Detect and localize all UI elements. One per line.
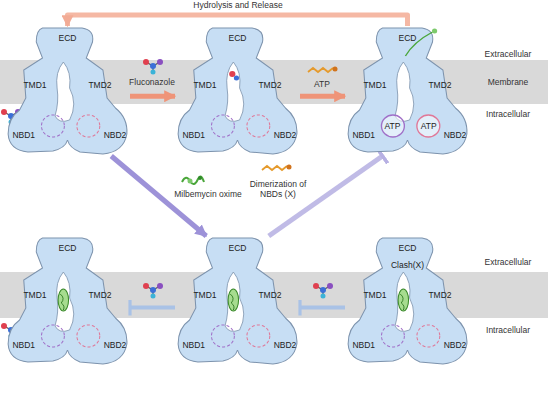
atp-icon <box>262 165 292 171</box>
domain-label: NBD1 <box>352 341 375 350</box>
arrow-label: Hydrolysis and Release <box>168 1 308 11</box>
compartment-label: Intracellular <box>486 326 530 335</box>
binding-site <box>211 325 234 347</box>
binding-site <box>247 115 270 137</box>
domain-label: NBD1 <box>12 131 35 140</box>
substrate-cavity <box>55 62 74 121</box>
substrate-cavity <box>395 272 414 331</box>
compartment-label: Extracellular <box>485 258 532 267</box>
domain-label: TMD2 <box>258 290 281 299</box>
domain-label: TMD1 <box>363 290 386 299</box>
milbemycin-icon <box>182 176 204 184</box>
bound-drug <box>229 71 235 77</box>
domain-label: NBD2 <box>274 341 297 350</box>
compartment-label: Membrane <box>488 78 529 87</box>
domain-label: ECD <box>59 243 77 252</box>
binding-site <box>417 115 440 137</box>
substrate-cavity <box>225 272 244 331</box>
bound-inhibitor <box>60 294 64 310</box>
domain-label: TMD2 <box>428 290 451 299</box>
domain-label: NBD2 <box>274 131 297 140</box>
substrate-cavity <box>55 272 74 331</box>
protein-body <box>8 28 127 154</box>
domain-label: ECD <box>399 33 417 42</box>
domain-label: TMD1 <box>23 290 46 299</box>
binding-site <box>381 325 404 347</box>
domain-label: ECD <box>59 33 77 42</box>
arrow-label: Dimerization of NBDs (X) <box>248 180 308 200</box>
binding-site <box>41 115 64 137</box>
domain-label: NBD2 <box>104 131 127 140</box>
domain-label: NBD2 <box>444 341 467 350</box>
transition-arrow <box>130 94 175 99</box>
domain-label: ECD <box>229 33 247 42</box>
transition-arrow <box>130 306 175 310</box>
transporter-shape: ECD TMD1 TMD2NBD1 ATP ATP NBD2 <box>345 26 470 156</box>
transition-arrow <box>68 15 408 26</box>
bound-drug <box>234 76 239 81</box>
domain-label: ATP <box>385 122 401 131</box>
binding-site <box>417 325 440 347</box>
arrow-label: Fluconazole <box>122 78 182 88</box>
domain-label: TMD2 <box>258 80 281 89</box>
transporter-shape: ECD TMD1 TMD2NBD1 NBD2 <box>5 236 130 366</box>
domain-label: Clash(X) <box>391 260 424 269</box>
domain-label: ECD <box>229 243 247 252</box>
transporter-shape: ECD TMD1 TMD2NBD1 NBD2 <box>175 236 300 366</box>
transporter-shape: ECD TMD1 TMD2NBD1 NBD2 <box>5 26 130 156</box>
fluconazole-icon <box>143 59 163 75</box>
substrate-cavity <box>395 62 414 121</box>
binding-site <box>77 115 100 137</box>
domain-label: NBD1 <box>12 341 35 350</box>
domain-label: TMD2 <box>88 80 111 89</box>
domain-label: ECD <box>399 243 417 252</box>
binding-site <box>77 325 100 347</box>
domain-label: NBD1 <box>182 131 205 140</box>
domain-label: ATP <box>421 122 437 131</box>
domain-label: NBD2 <box>104 341 127 350</box>
domain-label: TMD1 <box>193 290 216 299</box>
bound-inhibitor <box>400 294 404 310</box>
binding-site <box>247 325 270 347</box>
domain-label: TMD2 <box>428 80 451 89</box>
domain-label: NBD1 <box>352 131 375 140</box>
binding-site <box>211 115 234 137</box>
protein-body <box>178 238 297 364</box>
binding-site <box>41 325 64 347</box>
compartment-label: Intracellular <box>486 110 530 119</box>
binding-site <box>381 115 404 137</box>
transporter-shape: ECD TMD1 TMD2NBD1 NBD2 <box>175 26 300 156</box>
arrow-label: Milbemycin oxime <box>168 190 248 200</box>
domain-label: TMD1 <box>363 80 386 89</box>
domain-label: TMD2 <box>88 290 111 299</box>
bound-inhibitor <box>228 289 238 311</box>
domain-label: TMD1 <box>193 80 216 89</box>
transition-arrow <box>300 94 345 99</box>
compartment-label: Extracellular <box>485 50 532 59</box>
fluconazole-icon <box>143 283 163 299</box>
bound-inhibitor <box>58 289 68 311</box>
atp-icon <box>308 67 338 73</box>
bound-inhibitor <box>230 294 234 310</box>
domain-label: TMD1 <box>23 80 46 89</box>
transporter-shape: ECD Clash(X) TMD1 TMD2NBD1 NBD2 <box>345 236 470 366</box>
fluconazole-icon <box>313 283 333 299</box>
protein-body <box>8 238 127 364</box>
domain-label: NBD2 <box>444 131 467 140</box>
arrow-label: ATP <box>302 80 342 90</box>
domain-label: NBD1 <box>182 341 205 350</box>
released-drug <box>432 29 437 34</box>
protein-body <box>178 28 297 154</box>
protein-body <box>348 28 467 154</box>
protein-body <box>348 238 467 364</box>
bound-inhibitor <box>398 289 408 311</box>
substrate-cavity <box>225 62 244 121</box>
transition-arrow <box>300 306 345 310</box>
